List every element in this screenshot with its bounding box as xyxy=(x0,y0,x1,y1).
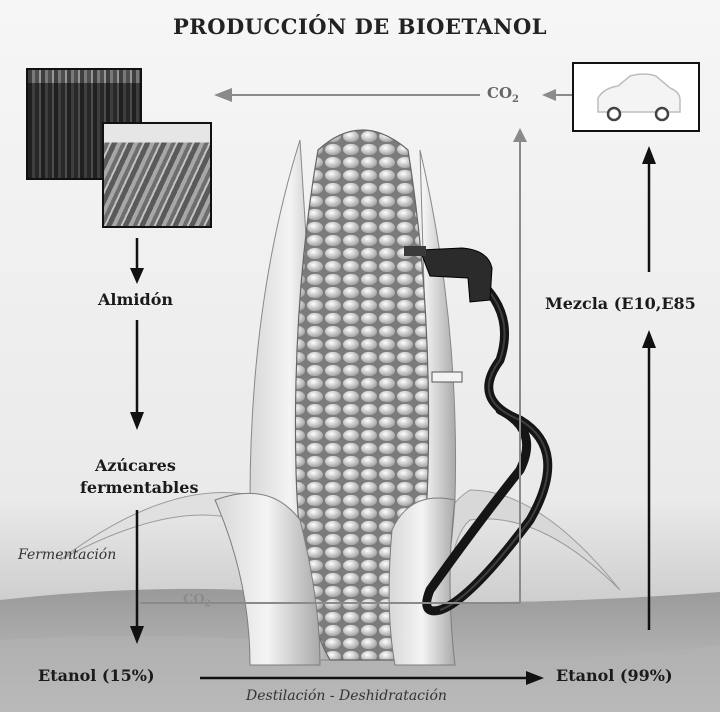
corn-husk-front-right xyxy=(389,498,455,665)
destilacion-label: Destilación - Deshidratación xyxy=(246,688,447,704)
etanol-99-label: Etanol (99%) xyxy=(556,666,673,685)
field-photo xyxy=(102,122,212,228)
co2-bottom-label: CO2 xyxy=(183,592,211,610)
etanol-15-label: Etanol (15%) xyxy=(38,666,155,685)
azucares-label-line2: fermentables xyxy=(80,478,198,497)
almidon-label: Almidón xyxy=(98,290,173,309)
diagram-title: PRODUCCIÓN DE BIOETANOL xyxy=(0,14,720,39)
azucares-label-line1: Azúcares xyxy=(95,456,176,475)
mezcla-label: Mezcla (E10,E85 xyxy=(545,294,696,313)
co2-top-label: CO2 xyxy=(487,84,519,105)
fermentacion-label: Fermentación xyxy=(18,547,116,563)
car-box xyxy=(572,62,700,132)
car-icon xyxy=(574,64,698,130)
